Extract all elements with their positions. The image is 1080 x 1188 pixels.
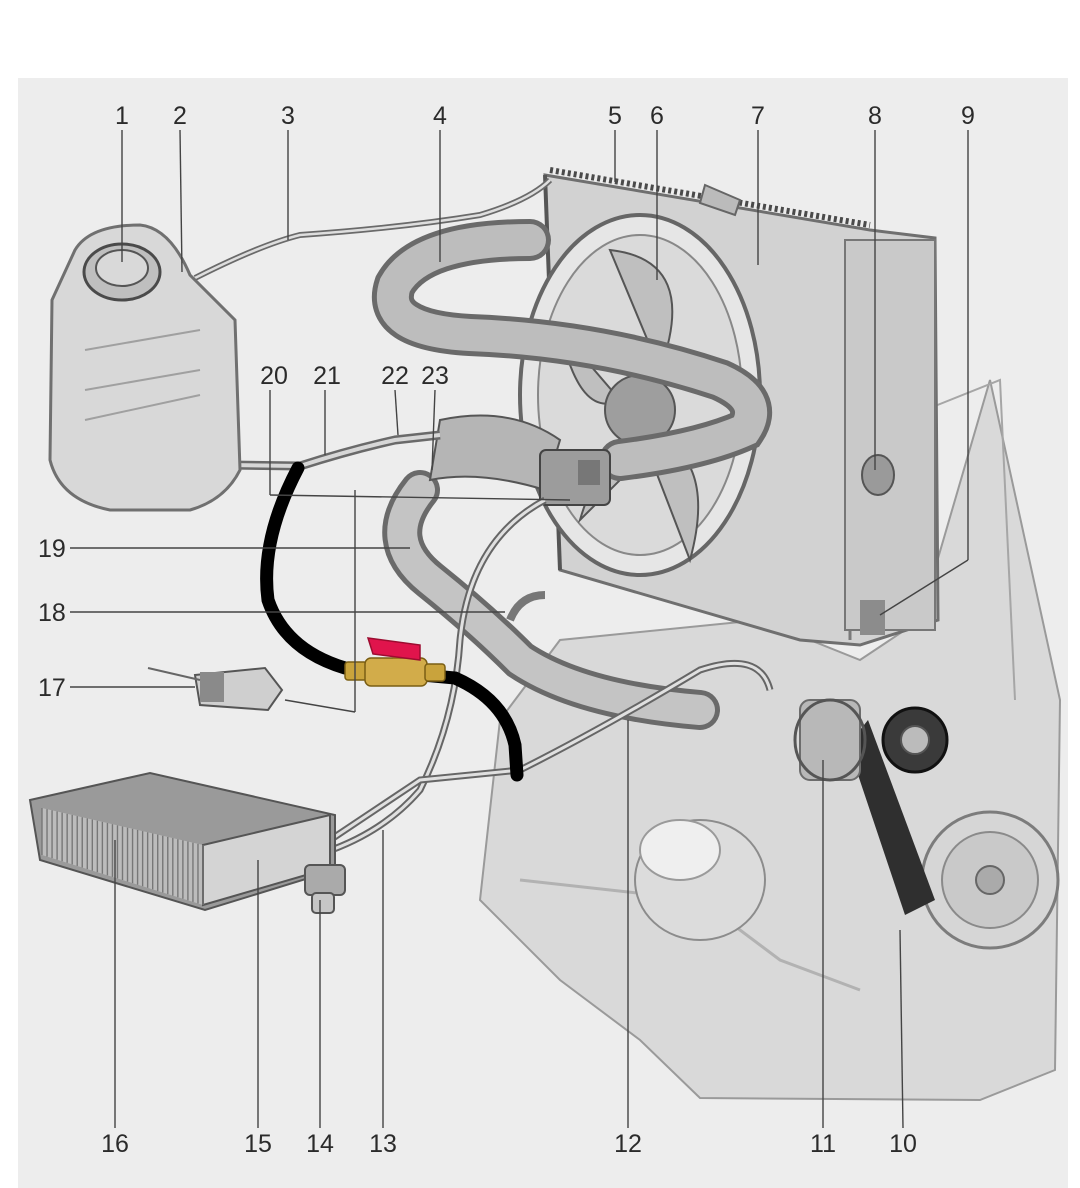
- callout-5: 5: [608, 102, 622, 130]
- heater-core: [28, 771, 336, 912]
- callout-19: 19: [38, 535, 66, 563]
- water-pump: [793, 698, 949, 782]
- callout-9: 9: [961, 102, 975, 130]
- callout-4: 4: [433, 102, 447, 130]
- callout-6: 6: [650, 102, 664, 130]
- callout-18: 18: [38, 599, 66, 627]
- coolant-fitting: [506, 591, 546, 622]
- thermostat: [428, 414, 611, 506]
- heater-tap: [304, 864, 346, 914]
- callout-8: 8: [868, 102, 882, 130]
- callout-10: 10: [889, 1130, 917, 1158]
- added-bypass-hose: [260, 461, 524, 782]
- callout-13: 13: [369, 1130, 397, 1158]
- crankshaft-pulley: [920, 810, 1060, 950]
- callout-20: 20: [260, 362, 288, 390]
- callout-2: 2: [173, 102, 187, 130]
- timing-belt: [848, 720, 935, 915]
- callout-numbers: 1 2 3 4 5 6 7 8 9 10 11 12 13 14 15 16 1…: [38, 102, 975, 1158]
- ball-valve[interactable]: [344, 637, 446, 687]
- callout-23: 23: [421, 362, 449, 390]
- callout-17: 17: [38, 674, 66, 702]
- heater-core-fins: [41, 808, 204, 905]
- callout-22: 22: [381, 362, 409, 390]
- oil-filter: [634, 819, 766, 941]
- callout-16: 16: [101, 1130, 129, 1158]
- callout-12: 12: [614, 1130, 642, 1158]
- temperature-sensor: [147, 666, 284, 712]
- callout-15: 15: [244, 1130, 272, 1158]
- callout-14: 14: [306, 1130, 334, 1158]
- callout-1: 1: [115, 102, 129, 130]
- valve-handle[interactable]: [366, 637, 421, 661]
- callout-7: 7: [751, 102, 765, 130]
- callout-3: 3: [281, 102, 295, 130]
- callout-21: 21: [313, 362, 341, 390]
- callout-11: 11: [810, 1130, 836, 1158]
- expansion-tank: [48, 223, 242, 512]
- leader-lines: [70, 129, 969, 1129]
